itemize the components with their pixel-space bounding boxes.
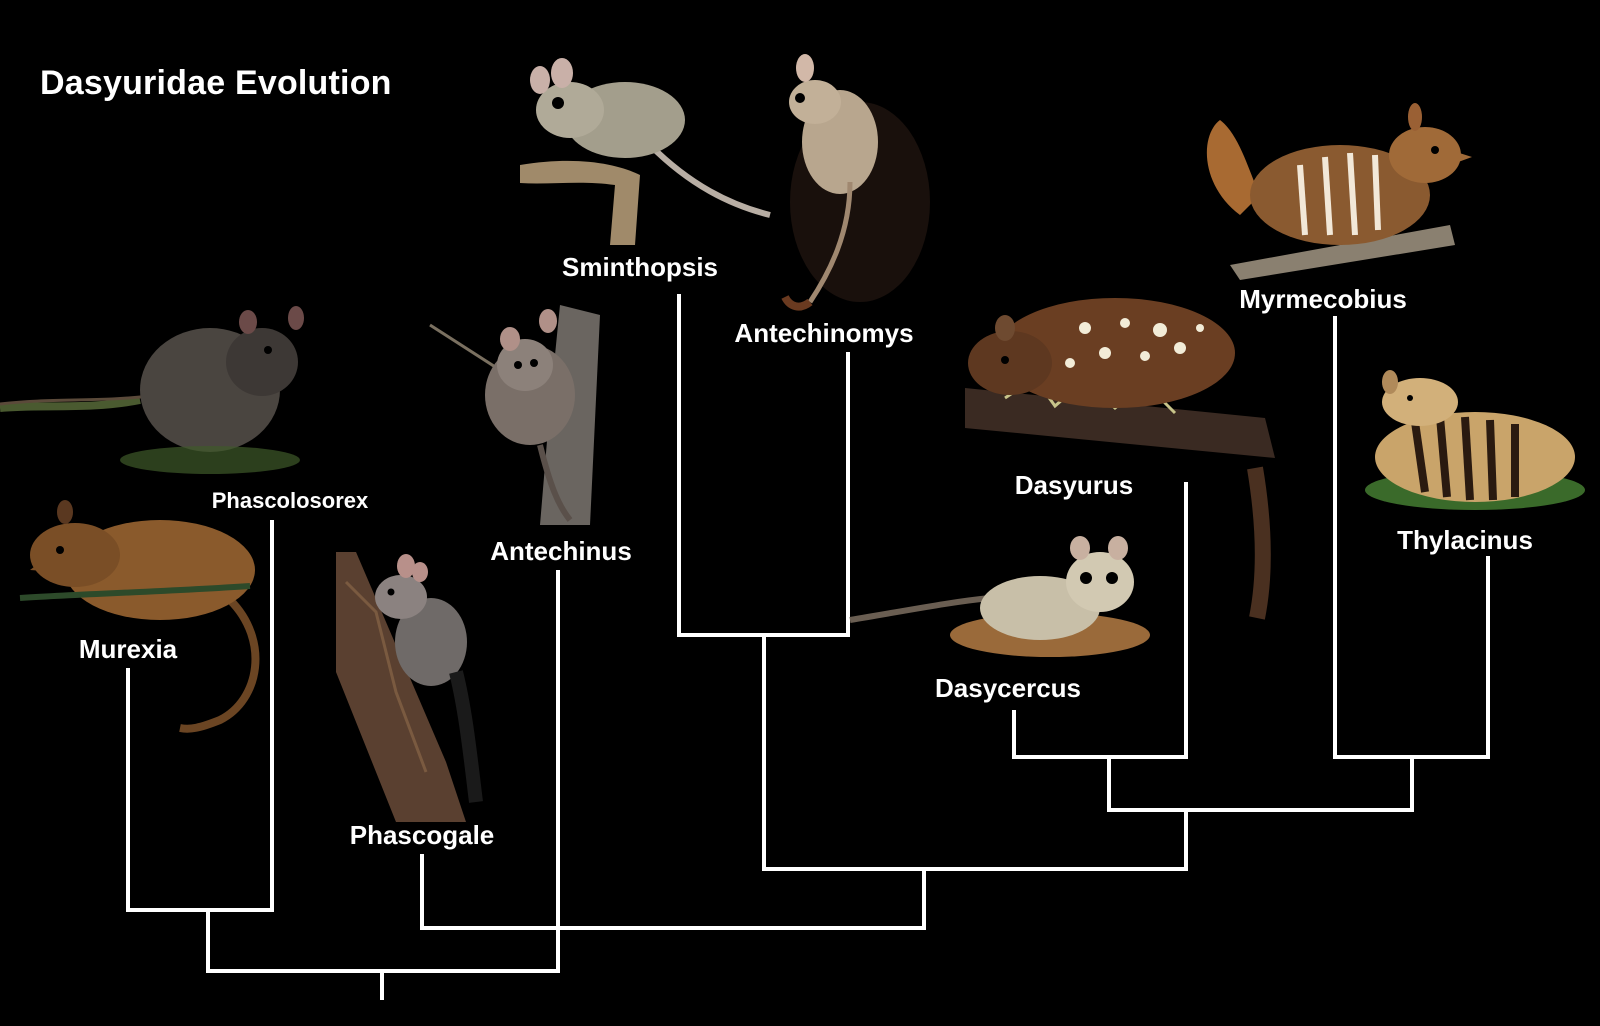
- taxon-label-antechinomys: Antechinomys: [734, 318, 914, 348]
- taxon-label-murexia: Murexia: [78, 634, 178, 664]
- taxon-label-dasycercus: Dasycercus: [935, 673, 1081, 703]
- taxon-label-antechinus: Antechinus: [490, 536, 632, 566]
- taxon-label-dasyurus: Dasyurus: [1014, 470, 1134, 500]
- taxon-label-phascogale: Phascogale: [349, 820, 495, 850]
- taxon-label-thylacinus: Thylacinus: [1397, 525, 1533, 555]
- clade-dasyurini: [1107, 808, 1414, 871]
- clade-murexia-phascolosorex: [126, 520, 274, 973]
- antechinomys-image: [781, 54, 930, 311]
- phascolosorex-image: [0, 306, 304, 474]
- dasyurus-image: [965, 298, 1275, 620]
- clade-sminthopsis-antechinomys: [677, 294, 850, 871]
- antechinus-image: [429, 305, 600, 525]
- dasycercus-image: [849, 536, 1150, 657]
- taxon-label-sminthopsis: Sminthopsis: [561, 252, 719, 282]
- clade-myrmecobius-thylacinus: [1333, 316, 1490, 812]
- myrmecobius-image: [1206, 103, 1472, 280]
- sminthopsis-image: [520, 58, 771, 245]
- murexia-image: [19, 500, 260, 733]
- thylacinus-image: [1365, 370, 1585, 510]
- taxon-label-myrmecobius: Myrmecobius: [1239, 284, 1407, 314]
- clade-sminthopsini-dasyurini: [762, 867, 1188, 930]
- taxon-label-phascolosorex: Phascolosorex: [211, 488, 369, 513]
- clade-phascogale-rest: [420, 854, 926, 930]
- phascogale-image: [336, 552, 483, 822]
- clade-dasycercus-dasyurus: [1012, 482, 1188, 812]
- diagram-title: Dasyuridae Evolution: [40, 64, 392, 102]
